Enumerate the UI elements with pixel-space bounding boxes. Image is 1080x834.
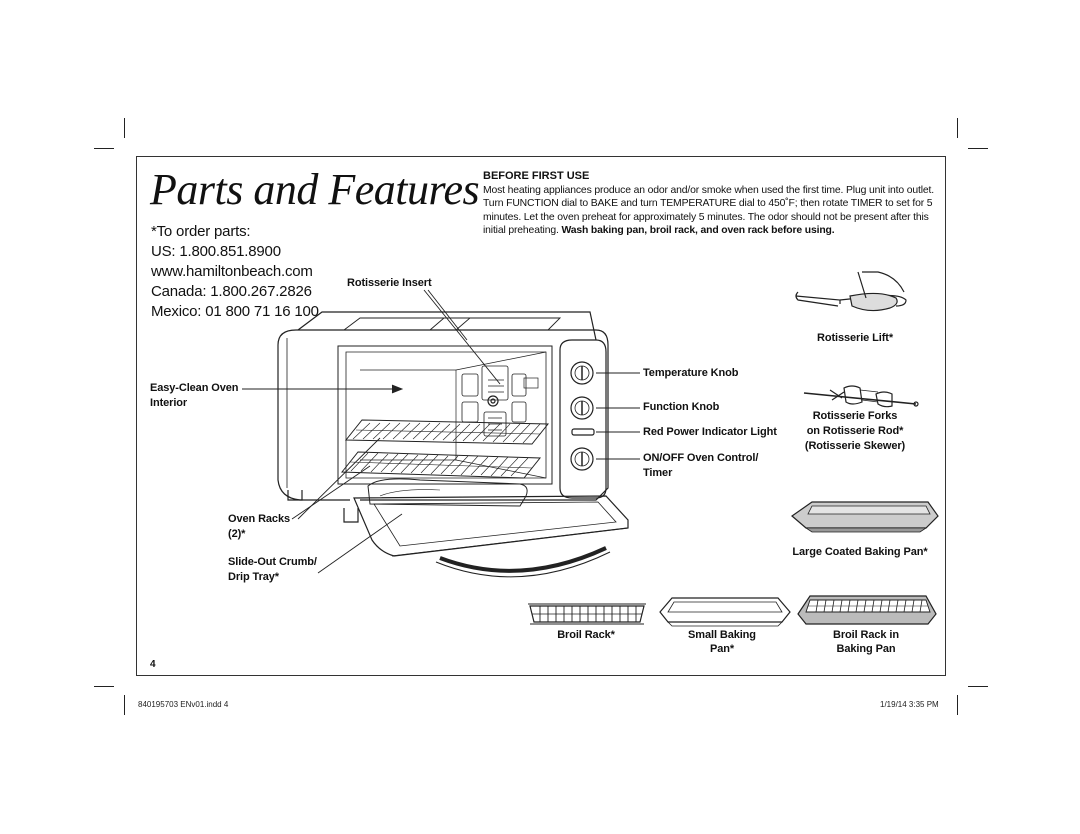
before-first-use-text: Most heating appliances produce an odor … (483, 184, 938, 237)
label-crumb-tray: Slide-Out Crumb/ (228, 556, 317, 568)
label-rotisserie-insert: Rotisserie Insert (347, 277, 432, 289)
crop-mark (94, 148, 114, 149)
broil-rack-illustration (528, 603, 646, 625)
mexico-phone: Mexico: 01 800 71 16 100 (151, 303, 319, 320)
label-function-knob: Function Knob (643, 401, 720, 413)
toaster-oven-illustration (277, 311, 629, 578)
large-baking-pan-illustration (791, 501, 939, 533)
crop-mark (94, 686, 114, 687)
label-broil-rack-in: Broil Rack in (833, 629, 899, 641)
order-parts-text: *To order parts: (151, 223, 251, 240)
label-rotisserie-forks: Rotisserie Forks (812, 410, 898, 422)
crop-mark (957, 695, 958, 715)
broil-rack-in-pan-illustration (797, 595, 937, 625)
page-number: 4 (150, 659, 156, 670)
footer-date: 1/19/14 3:35 PM (880, 700, 939, 709)
label-broil-rack: Broil Rack* (557, 629, 615, 641)
label-easy-clean-oven: Easy-Clean Oven (150, 382, 239, 394)
label-oven-racks-count: (2)* (228, 528, 246, 540)
label-oven-racks: Oven Racks (228, 513, 290, 525)
label-rotisserie-lift: Rotisserie Lift* (816, 332, 894, 344)
page-title: Parts and Features (150, 165, 480, 214)
rotisserie-lift-illustration (795, 271, 907, 312)
rotisserie-forks-illustration (803, 385, 919, 408)
before-first-use-heading: BEFORE FIRST USE (483, 170, 590, 182)
label-temperature-knob: Temperature Knob (643, 367, 739, 379)
label-drip-tray: Drip Tray* (228, 571, 279, 583)
label-rotisserie-skewer: (Rotisserie Skewer) (804, 440, 906, 452)
label-timer: Timer (643, 467, 673, 479)
before-first-use-body: Most heating appliances produce an odor … (483, 185, 934, 236)
before-first-use-bold: Wash baking pan, broil rack, and oven ra… (561, 224, 835, 236)
canada-phone: Canada: 1.800.267.2826 (151, 283, 312, 300)
label-small-baking-pan: Pan* (709, 643, 735, 655)
label-large-baking-pan: Large Coated Baking Pan* (792, 546, 928, 558)
crop-mark (957, 118, 958, 138)
page-frame (136, 156, 946, 676)
label-onoff-control: ON/OFF Oven Control/ (643, 452, 759, 464)
leader-lines (242, 289, 640, 574)
label-small-baking: Small Baking (688, 629, 756, 641)
website-text: www.hamiltonbeach.com (151, 263, 313, 280)
label-on-rotisserie-rod: on Rotisserie Rod* (806, 425, 904, 437)
crop-mark (968, 148, 988, 149)
crop-mark (124, 695, 125, 715)
small-baking-pan-illustration (659, 597, 791, 627)
label-interior: Interior (150, 397, 188, 409)
us-phone: US: 1.800.851.8900 (151, 243, 281, 260)
footer-filename: 840195703 ENv01.indd 4 (138, 700, 229, 709)
crop-mark (968, 686, 988, 687)
label-red-power-light: Red Power Indicator Light (643, 426, 777, 438)
label-baking-pan: Baking Pan (836, 643, 896, 655)
crop-mark (124, 118, 125, 138)
